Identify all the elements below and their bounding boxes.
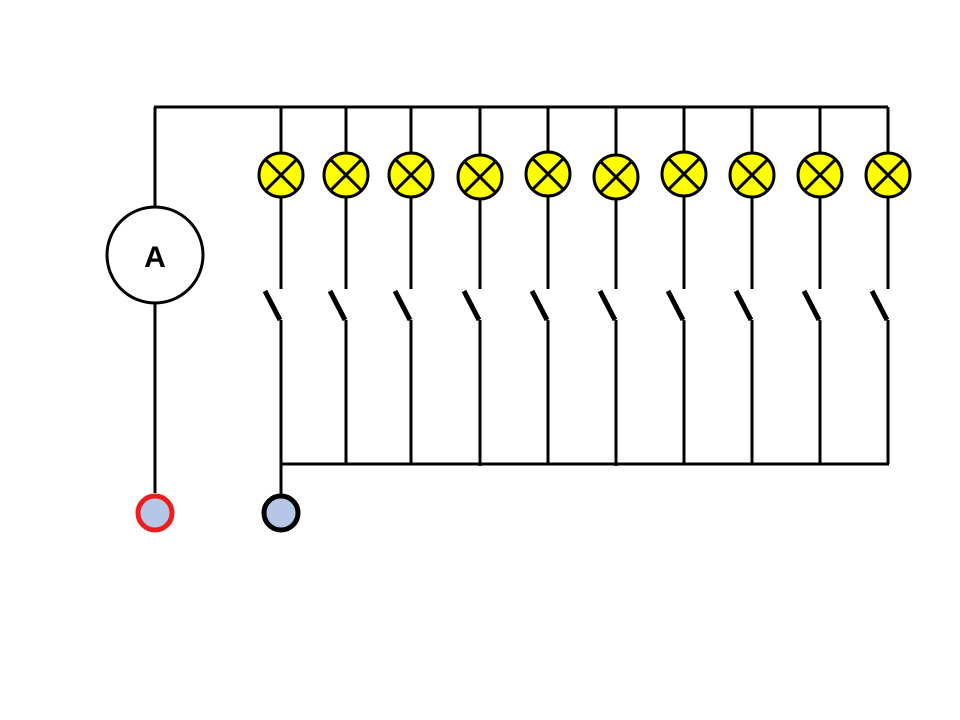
branch-2 <box>322 107 370 464</box>
ammeter: A <box>105 205 205 305</box>
switch-lever[interactable] <box>869 289 890 322</box>
lamp-icon <box>257 151 305 199</box>
lamp-cross-b <box>463 160 497 194</box>
lamp-icon <box>864 151 912 199</box>
switch-lever[interactable] <box>392 289 413 322</box>
lamp-cross-b <box>735 158 769 192</box>
switch-lever[interactable] <box>461 289 482 322</box>
lamp-cross-b <box>871 158 905 192</box>
switch-icon[interactable] <box>597 289 618 322</box>
branch-7 <box>660 107 708 464</box>
lamp-icon <box>728 151 776 199</box>
switch-lever[interactable] <box>262 289 283 322</box>
terminals <box>135 493 301 533</box>
lamp-icon <box>322 151 370 199</box>
switch-lever[interactable] <box>801 289 822 322</box>
ammeter-body <box>105 205 205 305</box>
switch-icon[interactable] <box>801 289 822 322</box>
switch-icon[interactable] <box>392 289 413 322</box>
switch-icon[interactable] <box>529 289 550 322</box>
switch-icon[interactable] <box>665 289 686 322</box>
switch-lever[interactable] <box>597 289 618 322</box>
terminal-icon <box>135 493 175 533</box>
switch-icon[interactable] <box>262 289 283 322</box>
switch-icon[interactable] <box>733 289 754 322</box>
wires <box>153 105 889 494</box>
lamp-icon <box>592 153 640 201</box>
switch-icon[interactable] <box>869 289 890 322</box>
parallel-branches <box>257 107 912 466</box>
switch-lever[interactable] <box>665 289 686 322</box>
lamp-cross-b <box>667 157 701 191</box>
positive-terminal[interactable] <box>135 493 175 533</box>
lamp-icon <box>524 150 572 198</box>
branch-4 <box>456 107 504 466</box>
lamp-cross-b <box>599 160 633 194</box>
lamp-icon <box>796 151 844 199</box>
branch-8 <box>728 107 776 464</box>
switch-lever[interactable] <box>529 289 550 322</box>
switch-icon[interactable] <box>327 289 348 322</box>
lamp-cross-b <box>394 158 428 192</box>
lamp-cross-b <box>329 158 363 192</box>
branch-5 <box>524 107 572 464</box>
lamp-icon <box>660 150 708 198</box>
negative-terminal[interactable] <box>261 493 301 533</box>
branch-10 <box>864 107 912 464</box>
lamp-cross-b <box>264 158 298 192</box>
branch-3 <box>387 107 435 464</box>
lamp-icon <box>387 151 435 199</box>
terminal-icon <box>261 493 301 533</box>
switch-icon[interactable] <box>461 289 482 322</box>
lamp-icon <box>456 153 504 201</box>
ammeter-label: A <box>144 241 166 274</box>
branch-6 <box>592 107 640 466</box>
lamp-cross-b <box>803 158 837 192</box>
switch-lever[interactable] <box>327 289 348 322</box>
switch-lever[interactable] <box>733 289 754 322</box>
branch-9 <box>796 107 844 464</box>
lamp-cross-b <box>531 157 565 191</box>
branch-1 <box>257 107 305 464</box>
